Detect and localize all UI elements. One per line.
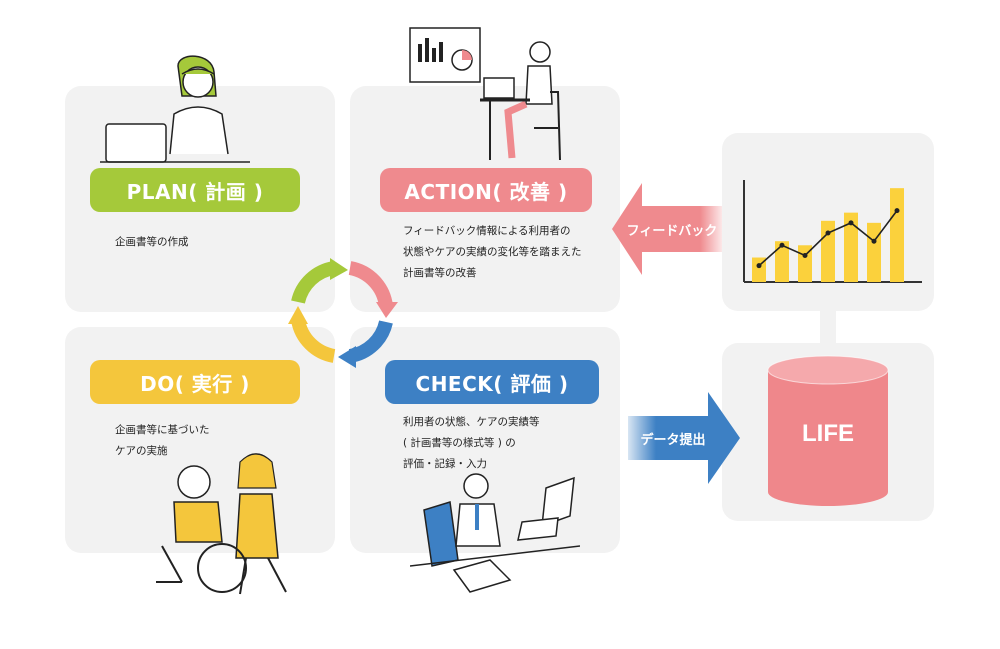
action-description: フィードバック情報による利用者の 状態やケアの実績の変化等を踏まえた 計画書等の… xyxy=(403,225,582,279)
do-title: DO( 実行 ) xyxy=(90,360,300,404)
feedback-arrow-label: フィードバック xyxy=(626,223,718,239)
chart-line-point xyxy=(802,252,808,258)
chart-bar xyxy=(890,188,904,282)
action-title: ACTION( 改善 ) xyxy=(380,168,592,212)
plan-description: 企画書等の作成 xyxy=(115,236,189,248)
plan-title: PLAN( 計画 ) xyxy=(90,168,300,212)
chart-line-point xyxy=(779,242,785,248)
chart-line-point xyxy=(825,230,831,236)
chart-bar xyxy=(775,241,789,282)
check-description: 利用者の状態、ケアの実績等 ( 計画書等の様式等 ) の 評価・記録・入力 xyxy=(403,416,540,470)
caregiver-wheelchair-icon xyxy=(156,453,287,595)
woman-laptop-icon xyxy=(100,55,250,163)
chart-line-point xyxy=(848,220,854,226)
do-description: 企画書等に基づいた ケアの実施 xyxy=(115,424,210,457)
chart-bar xyxy=(844,212,858,282)
chart-line-point xyxy=(894,208,900,214)
presenter-chart-icon xyxy=(409,27,561,161)
life-label: LIFE xyxy=(802,420,854,447)
check-title: CHECK( 評価 ) xyxy=(385,360,599,404)
chart-line-point xyxy=(756,263,762,269)
data-submit-arrow-label: データ提出 xyxy=(640,432,706,448)
office-worker-computer-icon xyxy=(410,473,580,593)
panel-connector xyxy=(820,310,836,344)
chart-line-point xyxy=(871,238,877,244)
